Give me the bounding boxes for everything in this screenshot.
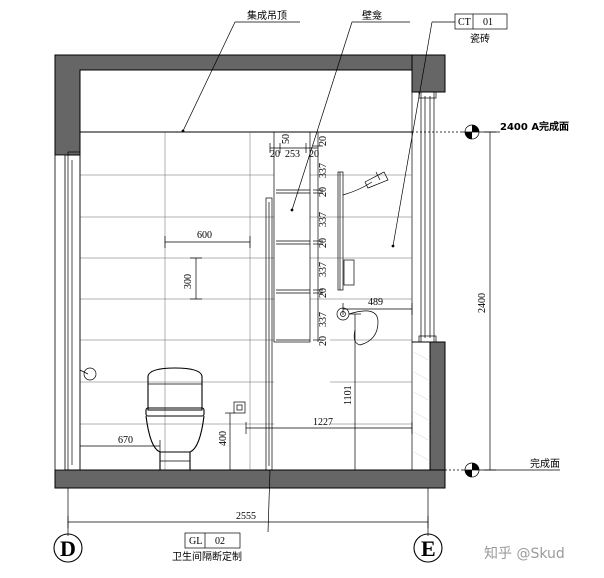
leader-lines — [182, 21, 455, 247]
grid-axis-e-circle — [413, 533, 443, 563]
left-wall-lower — [54, 154, 66, 471]
dim-height-total: 2400 — [477, 293, 488, 313]
dim-niche-w-right: 20 — [309, 149, 319, 160]
dim-shelf-4: 337 — [318, 312, 329, 327]
floor-slab — [54, 469, 446, 489]
label-partition: 卫生间隔断定制 — [172, 550, 242, 563]
label-finish-top: 2400 A完成面 — [500, 120, 569, 133]
wall-niche — [273, 131, 311, 343]
dim-tile-h: 300 — [183, 274, 194, 289]
partition-tag-num: 02 — [215, 536, 225, 547]
label-finish-floor: 完成面 — [530, 457, 560, 470]
door-handle-icon — [83, 367, 97, 381]
level-marker-top — [412, 124, 500, 140]
dim-shower-height: 1101 — [343, 385, 354, 405]
dim-shelf-gap-3: 20 — [318, 238, 329, 248]
right-window-frame — [418, 91, 437, 343]
dim-shelf-1: 337 — [318, 163, 329, 178]
tile-tag-code: CT — [458, 17, 471, 28]
right-wall-hatch — [413, 351, 429, 461]
dim-shelf-gap-1: 20 — [318, 136, 329, 146]
grid-axis-d-circle — [53, 533, 83, 563]
toilet-icon — [145, 367, 205, 471]
dim-shelf-gap-2: 20 — [318, 187, 329, 197]
dim-shelf-gap-5: 20 — [318, 336, 329, 346]
wall-outlet-icon — [233, 401, 246, 414]
left-door-frame — [67, 151, 97, 471]
grid-axis-d: D — [60, 536, 76, 561]
dim-shelf-2: 337 — [318, 212, 329, 227]
dim-niche-w-mid: 253 — [285, 149, 300, 160]
room-outline — [79, 69, 413, 471]
dim-outlet-height: 400 — [218, 431, 229, 446]
tile-tag — [454, 13, 508, 30]
tile-tag-num: 01 — [483, 17, 493, 28]
dim-niche-top: 50 — [281, 134, 292, 144]
label-tile: 瓷砖 — [470, 32, 490, 45]
dim-shower-distance: 1227 — [313, 417, 333, 428]
label-niche: 壁龛 — [362, 9, 382, 22]
dim-shelf-3: 337 — [318, 262, 329, 277]
watermark: 知乎 @Skud — [484, 545, 565, 562]
label-ceiling: 集成吊顶 — [247, 9, 287, 22]
wall-structure — [54, 54, 446, 489]
dim-toilet-offset: 670 — [118, 435, 133, 446]
dim-shower-offset: 489 — [368, 297, 383, 308]
level-marker-floor — [445, 462, 560, 478]
partition-tag-code: GL — [189, 536, 202, 547]
partition-tag — [184, 532, 241, 549]
tile-grid — [80, 132, 412, 470]
dim-width-total: 2555 — [236, 511, 256, 522]
grid-axis-e: E — [421, 536, 436, 561]
right-wall-upper — [411, 54, 446, 93]
dim-tile-w: 600 — [197, 230, 212, 241]
shower-fixture-icon — [336, 171, 389, 346]
dimension-lines — [67, 131, 496, 536]
dim-shelf-gap-4: 20 — [318, 288, 329, 298]
dim-niche-w-left: 20 — [270, 149, 280, 160]
